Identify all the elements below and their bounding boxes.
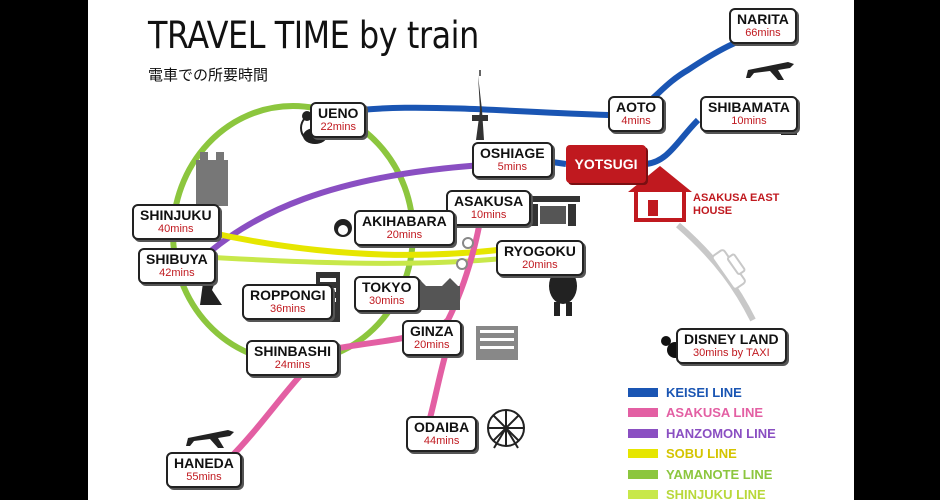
ferris-wheel-icon xyxy=(487,409,525,449)
station-name: ASAKUSA xyxy=(454,193,524,209)
sobu-line xyxy=(207,229,499,258)
station-ueno: UENO 22mins xyxy=(310,102,367,138)
legend-swatch xyxy=(628,387,658,397)
legend-item: SOBU LINE xyxy=(628,444,776,465)
station-name: UENO xyxy=(318,105,359,121)
station-time: 30mins by TAXI xyxy=(693,347,770,359)
station-name: ROPPONGI xyxy=(250,287,326,303)
station-tokyo: TOKYO 30mins xyxy=(354,276,420,312)
junction-dot xyxy=(462,237,474,249)
station-name: SHIBUYA xyxy=(146,251,208,267)
station-akihabara: AKIHABARA 20mins xyxy=(354,210,455,246)
station-shibuya: SHIBUYA 42mins xyxy=(138,248,216,284)
station-name: AKIHABARA xyxy=(362,213,447,229)
legend-swatch xyxy=(628,490,658,500)
station-aoto: AOTO 4mins xyxy=(608,96,665,132)
station-time: 36mins xyxy=(270,303,306,315)
plane-icon xyxy=(186,430,234,448)
station-name: OSHIAGE xyxy=(480,145,545,161)
map-title: TRAVEL TIME by train xyxy=(148,14,479,57)
asakusa-line-odaiba xyxy=(425,344,451,426)
station-time: 66mins xyxy=(745,27,781,39)
house-label: ASAKUSA EAST HOUSE xyxy=(693,192,780,217)
legend-item: KEISEI LINE xyxy=(628,382,776,403)
legend-label: SOBU LINE xyxy=(666,446,737,462)
legend-item: HANZOMON LINE xyxy=(628,423,776,444)
station-time: 5mins xyxy=(497,161,527,173)
legend-label: ASAKUSA LINE xyxy=(666,405,764,421)
kaminarimon-gate-icon xyxy=(526,196,580,226)
station-time: 20mins xyxy=(522,259,558,271)
keisei-branch-east xyxy=(645,117,701,167)
station-name: TOKYO xyxy=(362,279,412,295)
house-icon xyxy=(628,166,692,222)
legend-swatch xyxy=(628,428,658,438)
travel-map: TRAVEL TIME by train 電車での所要時間 NARITA 66m… xyxy=(88,0,854,500)
station-name: DISNEY LAND xyxy=(684,331,779,347)
station-asakusa: ASAKUSA 10mins xyxy=(446,190,532,226)
maid-icon xyxy=(334,219,352,237)
station-name: HANEDA xyxy=(174,455,234,471)
station-name: SHINBASHI xyxy=(254,343,332,359)
legend-item: SHINJUKU LINE xyxy=(628,485,776,500)
station-time: 20mins xyxy=(414,339,450,351)
station-time: 24mins xyxy=(274,359,311,371)
station-roppongi: ROPPONGI 36mins xyxy=(242,284,334,320)
legend-item: YAMANOTE LINE xyxy=(628,464,776,485)
station-time: 30mins xyxy=(369,295,405,307)
station-time: 10mins xyxy=(731,115,767,127)
station-time: 42mins xyxy=(159,267,195,279)
station-shibamata: SHIBAMATA 10mins xyxy=(700,96,798,132)
station-time: 55mins xyxy=(186,471,222,483)
station-time: 22mins xyxy=(320,121,356,133)
station-name: ODAIBA xyxy=(414,419,470,435)
station-oshiage: OSHIAGE 5mins xyxy=(472,142,553,178)
station-time: 20mins xyxy=(386,229,423,241)
legend-swatch xyxy=(628,449,658,459)
legend-swatch xyxy=(628,469,658,479)
station-narita: NARITA 66mins xyxy=(729,8,797,44)
station-time: 10mins xyxy=(470,209,507,221)
station-time: 4mins xyxy=(621,115,651,127)
ginza-building-icon xyxy=(476,326,518,360)
legend-label: YAMANOTE LINE xyxy=(666,466,773,482)
station-name: SHINJUKU xyxy=(140,207,212,223)
station-disney-land: DISNEY LAND 30mins by TAXI xyxy=(676,328,787,364)
station-time: 40mins xyxy=(158,223,194,235)
station-name: GINZA xyxy=(410,323,454,339)
asakusa-line xyxy=(225,199,486,463)
skytree-icon xyxy=(472,70,488,140)
station-ryogoku: RYOGOKU 20mins xyxy=(496,240,584,276)
legend-swatch xyxy=(628,408,658,418)
legend-label: HANZOMON LINE xyxy=(666,425,776,441)
legend-item: ASAKUSA LINE xyxy=(628,403,776,424)
station-odaiba: ODAIBA 44mins xyxy=(406,416,478,452)
line-legend: KEISEI LINE ASAKUSA LINE HANZOMON LINE S… xyxy=(628,382,776,500)
station-name: SHIBAMATA xyxy=(708,99,790,115)
station-haneda: HANEDA 55mins xyxy=(166,452,242,488)
station-time: 44mins xyxy=(423,435,460,447)
station-shinjuku: SHINJUKU 40mins xyxy=(132,204,220,240)
station-yotsugi: YOTSUGI xyxy=(566,145,646,183)
station-name: RYOGOKU xyxy=(504,243,576,259)
station-name: NARITA xyxy=(737,11,789,27)
station-shinbashi: SHINBASHI 24mins xyxy=(246,340,340,376)
junction-dot xyxy=(456,258,468,270)
government-building-icon xyxy=(196,152,228,206)
map-subtitle: 電車での所要時間 xyxy=(148,66,269,84)
legend-label: SHINJUKU LINE xyxy=(666,487,766,500)
station-name: AOTO xyxy=(616,99,657,115)
taxi-icon xyxy=(711,249,746,290)
plane-icon xyxy=(746,62,794,80)
station-ginza: GINZA 20mins xyxy=(402,320,462,356)
legend-label: KEISEI LINE xyxy=(666,384,742,400)
